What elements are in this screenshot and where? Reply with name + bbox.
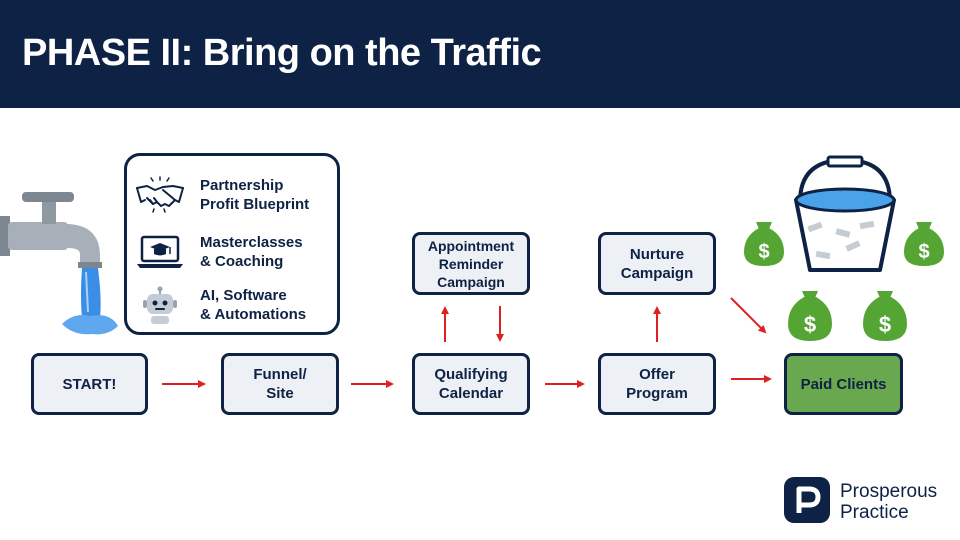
services-box: Partnership Profit Blueprint Masterclass… xyxy=(124,153,340,335)
water-stream-icon xyxy=(62,268,118,335)
page-title: PHASE II: Bring on the Traffic xyxy=(22,32,542,74)
nurture-campaign-box: Nurture Campaign xyxy=(598,232,716,295)
money-bag-icon: $ xyxy=(863,291,907,341)
svg-text:$: $ xyxy=(758,241,769,263)
service-label: AI, Software & Automations xyxy=(200,287,307,323)
logo-text: Prosperous Practice xyxy=(840,481,938,523)
service-item: Masterclasses & Coaching xyxy=(127,231,343,275)
service-item: Partnership Profit Blueprint xyxy=(127,174,343,218)
service-item: AI, Software & Automations xyxy=(127,284,343,328)
service-label: Partnership Profit Blueprint xyxy=(200,177,310,213)
qualifying-calendar-label: Qualifying Calendar xyxy=(434,366,508,402)
start-box: START! xyxy=(31,353,148,415)
logo-mark-icon xyxy=(784,477,830,523)
handshake-icon xyxy=(136,176,184,213)
nurture-campaign-label: Nurture Campaign xyxy=(620,245,694,282)
robot-icon xyxy=(143,286,177,324)
offer-program-label: Offer Program xyxy=(626,366,688,402)
funnel-site-label: Funnel/ Site xyxy=(253,366,307,402)
laptop-graduation-cap-icon xyxy=(137,235,183,268)
service-label: Masterclasses & Coaching xyxy=(200,234,303,270)
header-bar xyxy=(0,0,960,108)
water-faucet-icon xyxy=(0,192,102,268)
money-bag-icon: $ xyxy=(788,291,832,341)
leaking-bucket-icon xyxy=(794,155,896,272)
money-bag-icon: $ xyxy=(904,222,944,266)
appointment-reminder-box: Appointment Reminder Campaign xyxy=(412,232,530,295)
paid-clients-label: Paid Clients xyxy=(800,375,887,393)
svg-text:$: $ xyxy=(879,312,891,337)
funnel-site-box: Funnel/ Site xyxy=(221,353,339,415)
money-bag-icon: $ xyxy=(744,222,784,266)
appointment-reminder-label: Appointment Reminder Campaign xyxy=(427,237,515,290)
offer-program-box: Offer Program xyxy=(598,353,716,415)
qualifying-calendar-box: Qualifying Calendar xyxy=(412,353,530,415)
start-label: START! xyxy=(62,375,117,393)
svg-text:$: $ xyxy=(918,241,929,263)
flow-arrow-diagonal xyxy=(730,297,767,334)
svg-text:$: $ xyxy=(804,312,816,337)
paid-clients-box: Paid Clients xyxy=(784,353,903,415)
